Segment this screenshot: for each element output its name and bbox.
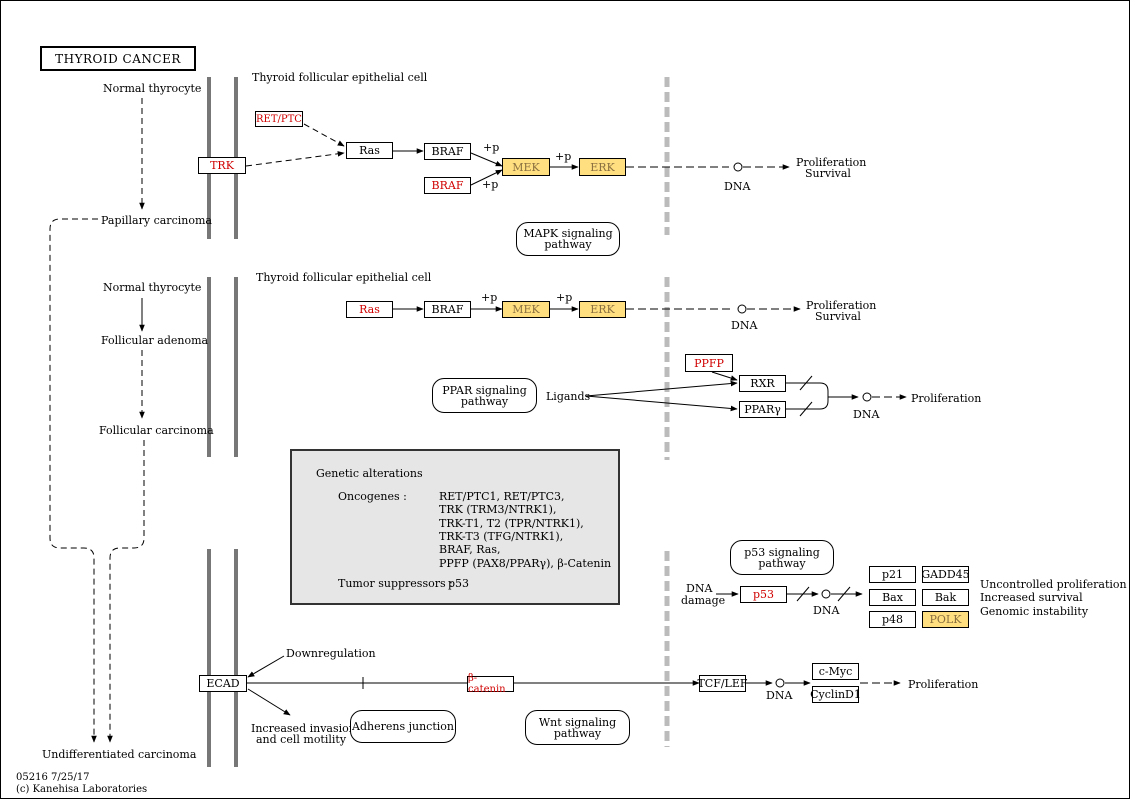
dna-label-2: DNA — [731, 319, 758, 332]
gene-p21[interactable]: p21 — [869, 566, 916, 583]
pathway-adherens-junction[interactable]: Adherens junction — [350, 710, 456, 743]
gene-ppar-gamma[interactable]: PPARγ — [739, 401, 786, 418]
gene-mek-2[interactable]: MEK — [502, 301, 550, 318]
downregulation-label: Downregulation — [286, 647, 376, 660]
gene-rxr[interactable]: RXR — [739, 375, 786, 392]
legend-oncogene-line: TRK-T3 (TFG/NTRK1), — [439, 530, 564, 543]
pathway-mapk-line2: pathway — [544, 238, 592, 251]
pathway-wnt[interactable]: Wnt signaling pathway — [525, 710, 630, 745]
panel1-edges — [245, 123, 790, 186]
cell-label-1: Thyroid follicular epithelial cell — [252, 71, 428, 84]
dna-label-5: DNA — [766, 689, 793, 702]
phospho-label: +p — [555, 150, 572, 163]
outcome-genomic-instability: Genomic instability — [980, 605, 1089, 618]
dna-label-3: DNA — [853, 408, 880, 421]
footer-copyright: (c) Kanehisa Laboratories — [16, 784, 148, 795]
gene-ppfp[interactable]: PPFP — [685, 354, 733, 372]
gene-trk[interactable]: TRK — [198, 157, 246, 174]
gene-ecad[interactable]: ECAD — [199, 675, 247, 692]
dna-label-4: DNA — [813, 604, 840, 617]
diagram-title: THYROID CANCER — [40, 46, 196, 71]
pathway-mapk-line1: MAPK signaling — [523, 227, 613, 240]
pathway-ppar-line1: PPAR signaling — [442, 383, 527, 397]
gene-p48[interactable]: p48 — [869, 611, 916, 628]
pathway-ppar-line2: pathway — [460, 394, 509, 408]
legend-oncogene-line: RET/PTC1, RET/PTC3, — [439, 490, 565, 503]
legend-suppressors-value: p53 — [448, 577, 470, 590]
pathway-wnt-line1: Wnt signaling — [538, 715, 617, 729]
gene-c-myc[interactable]: c-Myc — [812, 663, 859, 680]
outcome-survival-2: Survival — [815, 310, 861, 323]
pathway-p53[interactable]: p53 signaling pathway — [730, 540, 834, 575]
outcome-proliferation-2: Proliferation — [806, 299, 877, 312]
outcome-proliferation-1: Proliferation — [796, 156, 867, 169]
legend-oncogenes-label: Oncogenes : — [338, 490, 407, 503]
phospho-label: +p — [481, 291, 498, 304]
gene-beta-catenin[interactable]: β-catenin — [467, 673, 514, 695]
phospho-label: +p — [556, 291, 573, 304]
pathway-ppar[interactable]: PPAR signaling pathway — [432, 378, 537, 413]
gene-braf-1[interactable]: BRAF — [424, 143, 471, 160]
stage-undifferentiated-carcinoma: Undifferentiated carcinoma — [42, 748, 197, 761]
gene-mek-1[interactable]: MEK — [502, 158, 550, 176]
gene-braf-2[interactable]: BRAF — [424, 301, 471, 318]
phospho-label: +p — [482, 178, 499, 191]
gene-ras-1[interactable]: Ras — [346, 142, 393, 159]
legend-suppressors-label: Tumor suppressors : — [338, 577, 453, 590]
gene-braf-mutant[interactable]: BRAF — [424, 177, 471, 194]
stage-papillary-carcinoma: Papillary carcinoma — [101, 214, 212, 227]
legend-oncogene-line: PPFP (PAX8/PPARγ), β-Catenin — [439, 557, 612, 570]
dna-label-1: DNA — [724, 180, 751, 193]
legend-heading: Genetic alterations — [316, 467, 423, 480]
gene-cyclind1[interactable]: CyclinD1 — [810, 686, 861, 703]
stage-follicular-carcinoma: Follicular carcinoma — [99, 424, 214, 437]
pathway-adherens-label: Adherens junction — [352, 720, 454, 733]
gene-ret-ptc[interactable]: RET/PTC — [255, 111, 303, 127]
gene-erk-1[interactable]: ERK — [579, 158, 626, 176]
gene-bax[interactable]: Bax — [869, 589, 916, 606]
dna-damage-label-1: DNA — [686, 582, 713, 595]
pathway-mapk[interactable]: MAPK signaling pathway — [516, 222, 620, 256]
legend-oncogene-line: BRAF, Ras, — [439, 543, 501, 556]
outcome-proliferation-3: Proliferation — [911, 392, 982, 405]
gene-tcf-lef[interactable]: TCF/LEF — [697, 675, 748, 692]
pathway-p53-line2: pathway — [758, 556, 806, 570]
legend-oncogene-line: TRK-T1, T2 (TPR/NTRK1), — [439, 517, 584, 530]
gene-polk[interactable]: POLK — [922, 611, 969, 628]
phospho-label: +p — [483, 141, 500, 154]
pathway-p53-line1: p53 signaling — [744, 545, 820, 559]
gene-p53[interactable]: p53 — [740, 586, 787, 603]
progression-arrows — [49, 98, 145, 743]
outcome-increased-survival: Increased survival — [980, 591, 1083, 604]
cell-label-2: Thyroid follicular epithelial cell — [256, 271, 432, 284]
legend-oncogene-line: TRK (TRM3/NTRK1), — [439, 503, 557, 516]
gene-erk-2[interactable]: ERK — [579, 301, 626, 318]
outcome-uncontrolled: Uncontrolled proliferation — [980, 578, 1127, 591]
cell-membranes — [207, 77, 238, 767]
stage-follicular-adenoma: Follicular adenoma — [101, 334, 209, 347]
stage-normal-thyrocyte-1: Normal thyrocyte — [103, 82, 202, 95]
stage-normal-thyrocyte-2: Normal thyrocyte — [103, 281, 202, 294]
gene-gadd45[interactable]: GADD45 — [921, 566, 970, 583]
outcome-survival-1: Survival — [805, 167, 851, 180]
invasion-label-1: Increased invasion — [251, 722, 356, 735]
dna-damage-label-2: damage — [681, 594, 726, 607]
footer-id-date: 05216 7/25/17 — [16, 772, 90, 783]
gene-bak[interactable]: Bak — [922, 589, 969, 606]
genetic-alterations-legend: Genetic alterations Oncogenes : RET/PTC1… — [290, 449, 620, 605]
gene-ras-mutant[interactable]: Ras — [346, 301, 393, 318]
panel2-edges — [393, 304, 907, 417]
outcome-proliferation-4: Proliferation — [908, 678, 979, 691]
invasion-label-2: and cell motility — [256, 733, 347, 746]
ligands-label: Ligands — [546, 390, 591, 403]
pathway-wnt-line2: pathway — [553, 726, 602, 740]
